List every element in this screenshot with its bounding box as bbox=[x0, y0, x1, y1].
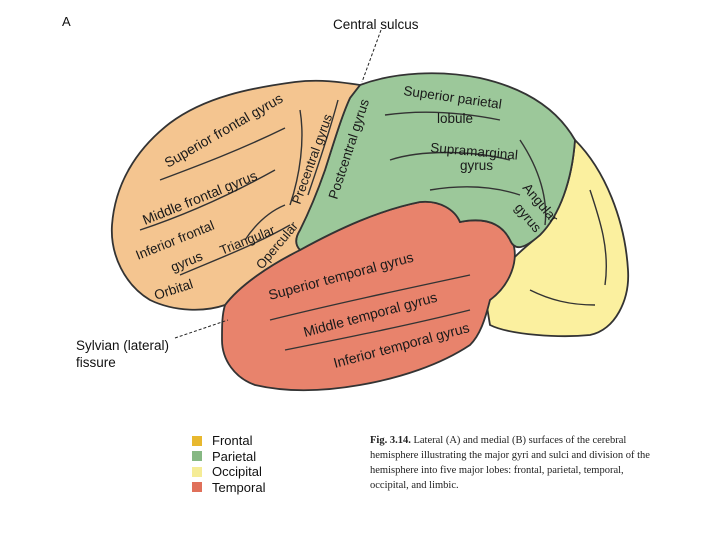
legend-label-occipital: Occipital bbox=[212, 464, 262, 479]
legend-swatch-parietal bbox=[192, 451, 202, 461]
figure-caption: Fig. 3.14. Lateral (A) and medial (B) su… bbox=[370, 433, 660, 493]
legend-item-parietal: Parietal bbox=[192, 449, 265, 465]
legend-label-temporal: Temporal bbox=[212, 480, 265, 495]
legend-label-parietal: Parietal bbox=[212, 449, 256, 464]
lobe-legend: Frontal Parietal Occipital Temporal bbox=[192, 433, 265, 495]
label-supramarginal-2: gyrus bbox=[460, 158, 493, 173]
caption-body: Lateral (A) and medial (B) surfaces of t… bbox=[370, 435, 650, 491]
legend-swatch-temporal bbox=[192, 482, 202, 492]
label-superior-parietal-2: lobule bbox=[437, 111, 473, 126]
central-sulcus-label: Central sulcus bbox=[333, 16, 419, 33]
legend-swatch-occipital bbox=[192, 467, 202, 477]
central-sulcus-leader bbox=[362, 30, 381, 82]
sylvian-label-line1: Sylvian (lateral) bbox=[76, 337, 169, 354]
legend-swatch-frontal bbox=[192, 436, 202, 446]
sylvian-leader bbox=[175, 320, 228, 338]
sylvian-fissure-label: Sylvian (lateral) fissure bbox=[76, 337, 169, 371]
legend-item-temporal: Temporal bbox=[192, 480, 265, 496]
legend-item-frontal: Frontal bbox=[192, 433, 265, 449]
legend-item-occipital: Occipital bbox=[192, 464, 265, 480]
sylvian-label-line2: fissure bbox=[76, 354, 169, 371]
legend-label-frontal: Frontal bbox=[212, 433, 252, 448]
caption-lead: Fig. 3.14. bbox=[370, 435, 411, 446]
